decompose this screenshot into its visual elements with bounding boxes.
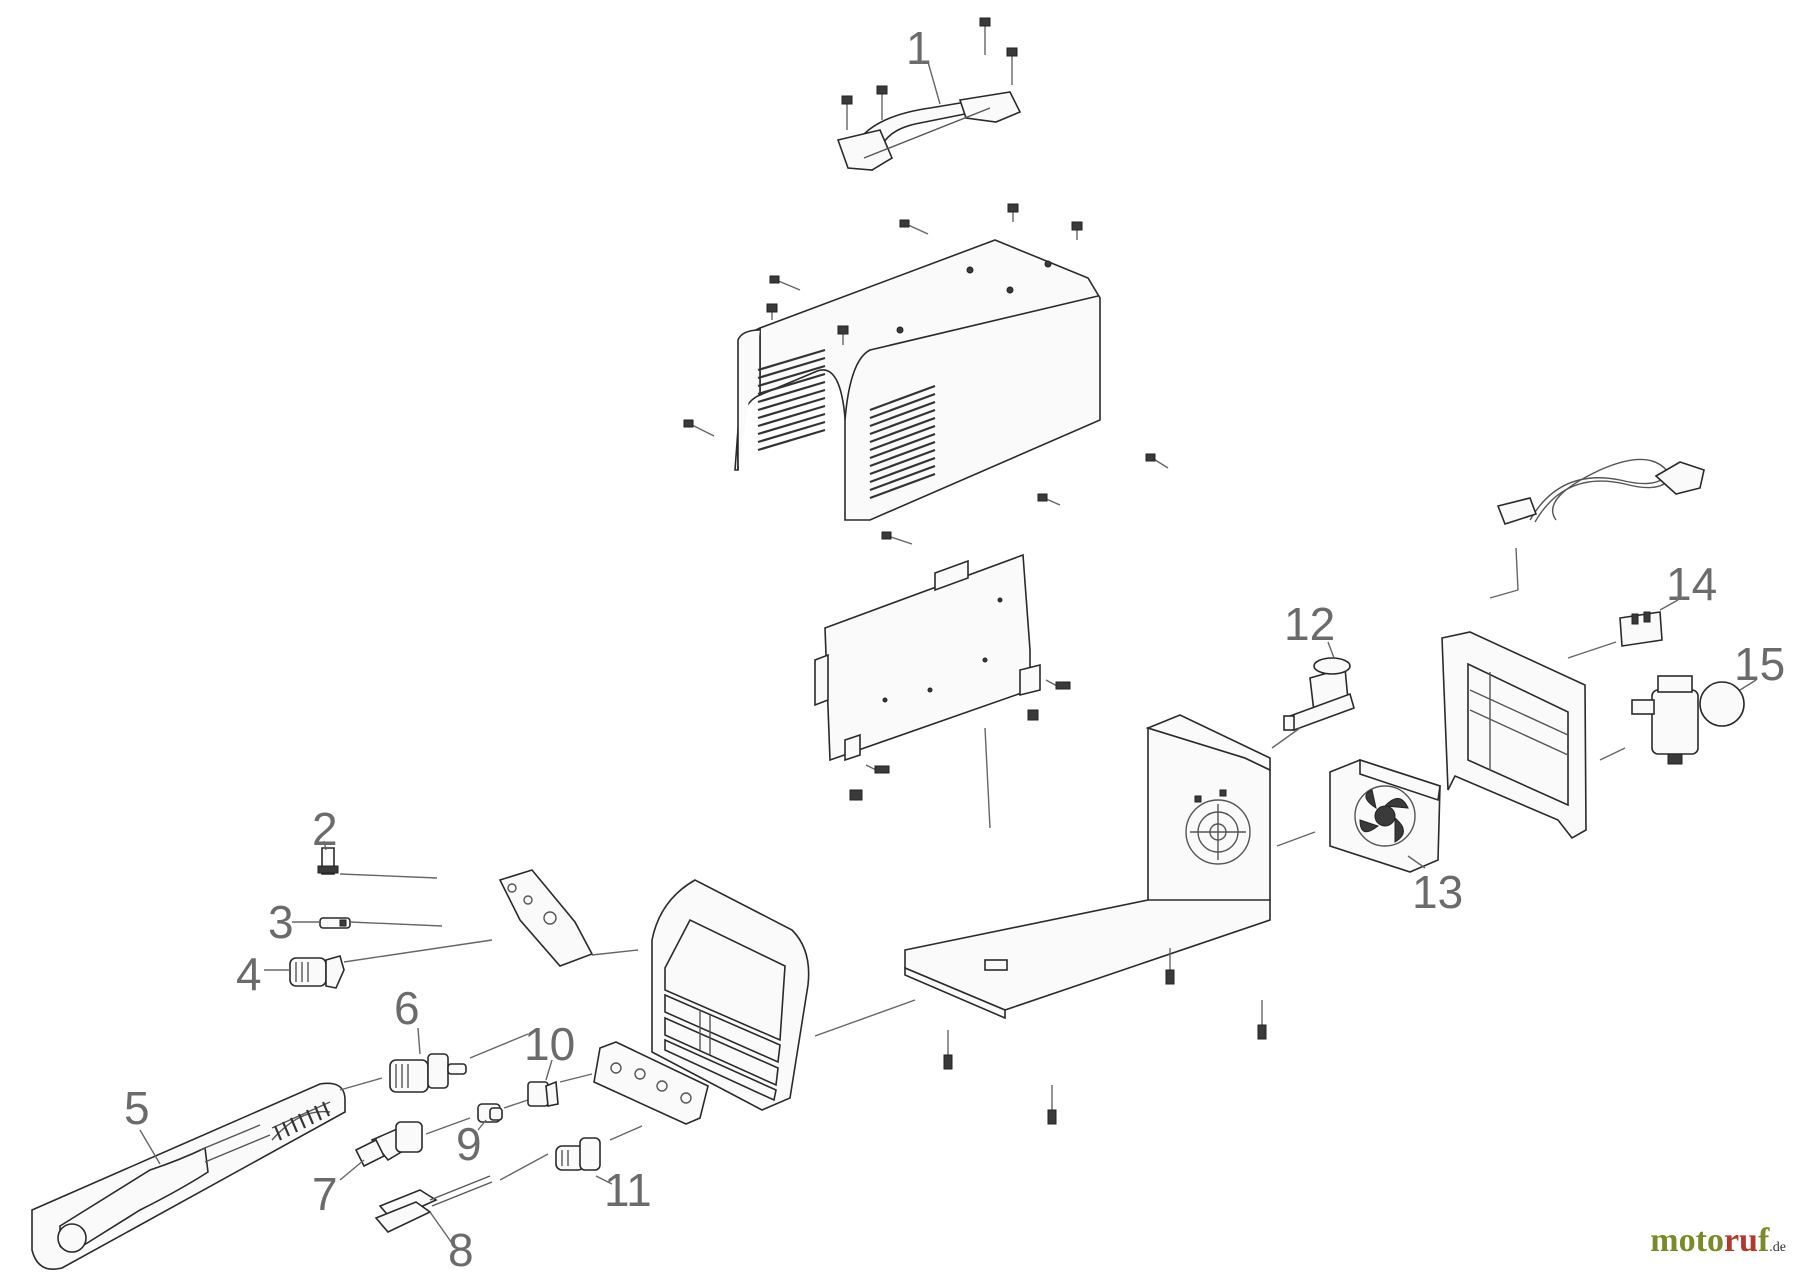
part-11-component bbox=[555, 1137, 601, 1171]
label-part-1: 1 bbox=[906, 22, 932, 74]
part-6-component bbox=[389, 1053, 467, 1093]
watermark-part-b: ru bbox=[1723, 1222, 1758, 1259]
label-part-13: 13 bbox=[1412, 866, 1463, 918]
label-part-9: 9 bbox=[456, 1118, 482, 1170]
leader-3 bbox=[349, 921, 443, 927]
leader-14b bbox=[1659, 599, 1679, 611]
leader-pcb bbox=[984, 727, 991, 829]
torch-spring bbox=[273, 1101, 331, 1141]
leader-7b bbox=[425, 1117, 471, 1135]
leader-8b bbox=[499, 1153, 549, 1181]
leader-6b bbox=[469, 1033, 529, 1059]
leader-12 bbox=[1327, 641, 1335, 659]
leader-1 bbox=[927, 61, 941, 105]
leader-9 bbox=[477, 1119, 487, 1131]
leader-2b bbox=[323, 840, 327, 851]
part-7-component bbox=[354, 1121, 423, 1168]
leader-11 bbox=[595, 1175, 613, 1185]
switch-part bbox=[1619, 611, 1663, 647]
label-part-5: 5 bbox=[124, 1082, 150, 1134]
watermark-part-c: f bbox=[1757, 1222, 1770, 1259]
leader-5 bbox=[139, 1129, 161, 1165]
handle-part bbox=[836, 91, 1022, 172]
watermark-part-a: moto bbox=[1650, 1222, 1724, 1259]
watermark-part-d: .de bbox=[1769, 1240, 1786, 1255]
leader-15 bbox=[1739, 679, 1757, 691]
front-panel-frame bbox=[651, 879, 810, 1111]
label-part-6: 6 bbox=[394, 982, 420, 1034]
label-part-12: 12 bbox=[1284, 598, 1335, 650]
part-4-component bbox=[289, 955, 345, 989]
motoruf-watermark: motoruf.de bbox=[1650, 1222, 1786, 1260]
leader-7 bbox=[339, 1159, 365, 1181]
handle-screws bbox=[841, 17, 1018, 130]
label-part-2: 2 bbox=[312, 803, 338, 855]
label-part-10: 10 bbox=[524, 1018, 575, 1070]
label-part-3: 3 bbox=[268, 896, 294, 948]
pcb-board bbox=[814, 553, 1071, 801]
connector-plate bbox=[593, 1041, 709, 1125]
leader-front-to-base bbox=[814, 999, 916, 1037]
label-part-14: 14 bbox=[1666, 558, 1717, 610]
part-9-component bbox=[477, 1103, 503, 1123]
leader-10 bbox=[545, 1059, 553, 1081]
label-part-8: 8 bbox=[448, 1224, 474, 1272]
base-screws bbox=[943, 948, 1267, 1125]
cover-screws bbox=[683, 203, 1169, 545]
leader-8 bbox=[429, 1211, 455, 1247]
leader-cord bbox=[1489, 589, 1519, 599]
power-cord bbox=[1496, 458, 1705, 591]
leader-5b bbox=[339, 1077, 383, 1091]
leader-13a bbox=[1276, 831, 1316, 847]
filter-regulator-part bbox=[1631, 675, 1745, 765]
leader-2 bbox=[339, 873, 438, 879]
vent-right bbox=[869, 384, 936, 500]
label-part-4: 4 bbox=[236, 948, 262, 1000]
ground-clamp-part bbox=[374, 1175, 493, 1233]
chassis-base bbox=[904, 714, 1271, 1020]
part-3-component bbox=[319, 917, 351, 929]
leader-9b bbox=[503, 1099, 529, 1109]
torch-part bbox=[31, 1082, 346, 1270]
leader-6 bbox=[417, 1027, 421, 1055]
label-part-15: 15 bbox=[1734, 638, 1785, 690]
mounting-plate bbox=[498, 869, 594, 967]
leader-4 bbox=[343, 939, 493, 963]
leader-15a bbox=[1599, 747, 1626, 761]
rear-frame bbox=[1441, 631, 1587, 840]
fan-part bbox=[1329, 758, 1441, 873]
vent-left bbox=[757, 348, 826, 452]
solenoid-valve-part bbox=[1283, 657, 1355, 732]
leader-13 bbox=[1407, 855, 1426, 869]
leader-14 bbox=[1567, 641, 1617, 659]
top-cover-housing bbox=[734, 239, 1101, 521]
leader-11b bbox=[609, 1125, 643, 1141]
label-part-7: 7 bbox=[312, 1168, 338, 1220]
part-2-component bbox=[317, 847, 339, 875]
leader-plate bbox=[591, 949, 639, 956]
leader-10b bbox=[559, 1073, 593, 1083]
leader-12a bbox=[1271, 727, 1301, 749]
part-10-component bbox=[527, 1080, 559, 1107]
label-part-11: 11 bbox=[604, 1164, 652, 1216]
